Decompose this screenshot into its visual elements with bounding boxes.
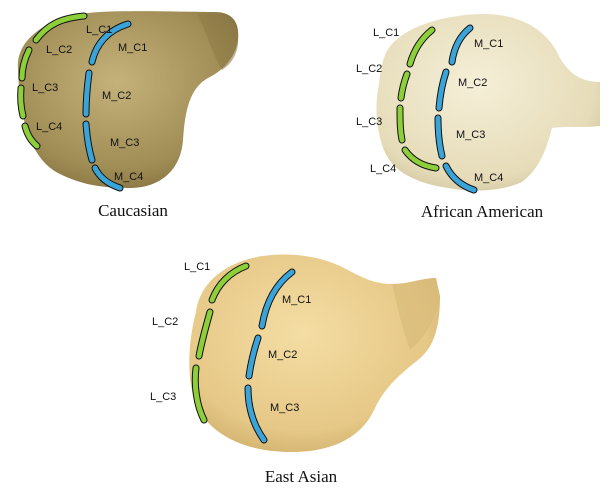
label-l-c2: L_C2 xyxy=(46,44,72,56)
panel-east-asian: L_C1 L_C2 L_C3 M_C1 M_C2 M_C3 East Asian xyxy=(150,254,440,486)
label-l-c3: L_C3 xyxy=(32,82,58,94)
lateral-segment xyxy=(21,88,23,116)
label-l-c4: L_C4 xyxy=(370,163,396,175)
label-l-c3: L_C3 xyxy=(356,116,382,128)
label-l-c3: L_C3 xyxy=(150,391,176,403)
label-l-c1: L_C1 xyxy=(184,261,210,273)
label-m-c3: M_C3 xyxy=(270,402,299,414)
label-l-c2: L_C2 xyxy=(356,63,382,75)
caption-east-asian: East Asian xyxy=(265,467,338,486)
label-m-c1: M_C1 xyxy=(282,294,311,306)
label-m-c1: M_C1 xyxy=(474,38,503,50)
label-m-c2: M_C2 xyxy=(268,349,297,361)
label-l-c1: L_C1 xyxy=(373,27,399,39)
label-m-c3: M_C3 xyxy=(456,129,485,141)
label-m-c3: M_C3 xyxy=(110,137,139,149)
caption-caucasian: Caucasian xyxy=(98,201,168,220)
panel-caucasian: L_C1 L_C2 L_C3 L_C4 M_C1 M_C2 M_C3 M_C4 … xyxy=(18,11,238,220)
label-m-c4: M_C4 xyxy=(474,172,503,184)
medial-segment xyxy=(86,73,89,114)
label-l-c1: L_C1 xyxy=(86,24,112,36)
label-m-c4: M_C4 xyxy=(114,171,143,183)
lateral-segment xyxy=(400,108,402,140)
caption-african-american: African American xyxy=(421,202,544,221)
label-m-c1: M_C1 xyxy=(118,42,147,54)
label-m-c2: M_C2 xyxy=(458,77,487,89)
label-l-c4: L_C4 xyxy=(36,121,62,133)
label-l-c2: L_C2 xyxy=(152,316,178,328)
label-m-c2: M_C2 xyxy=(102,90,131,102)
panel-african-american: L_C1 L_C2 L_C3 L_C4 M_C1 M_C2 M_C3 M_C4 … xyxy=(356,14,600,221)
